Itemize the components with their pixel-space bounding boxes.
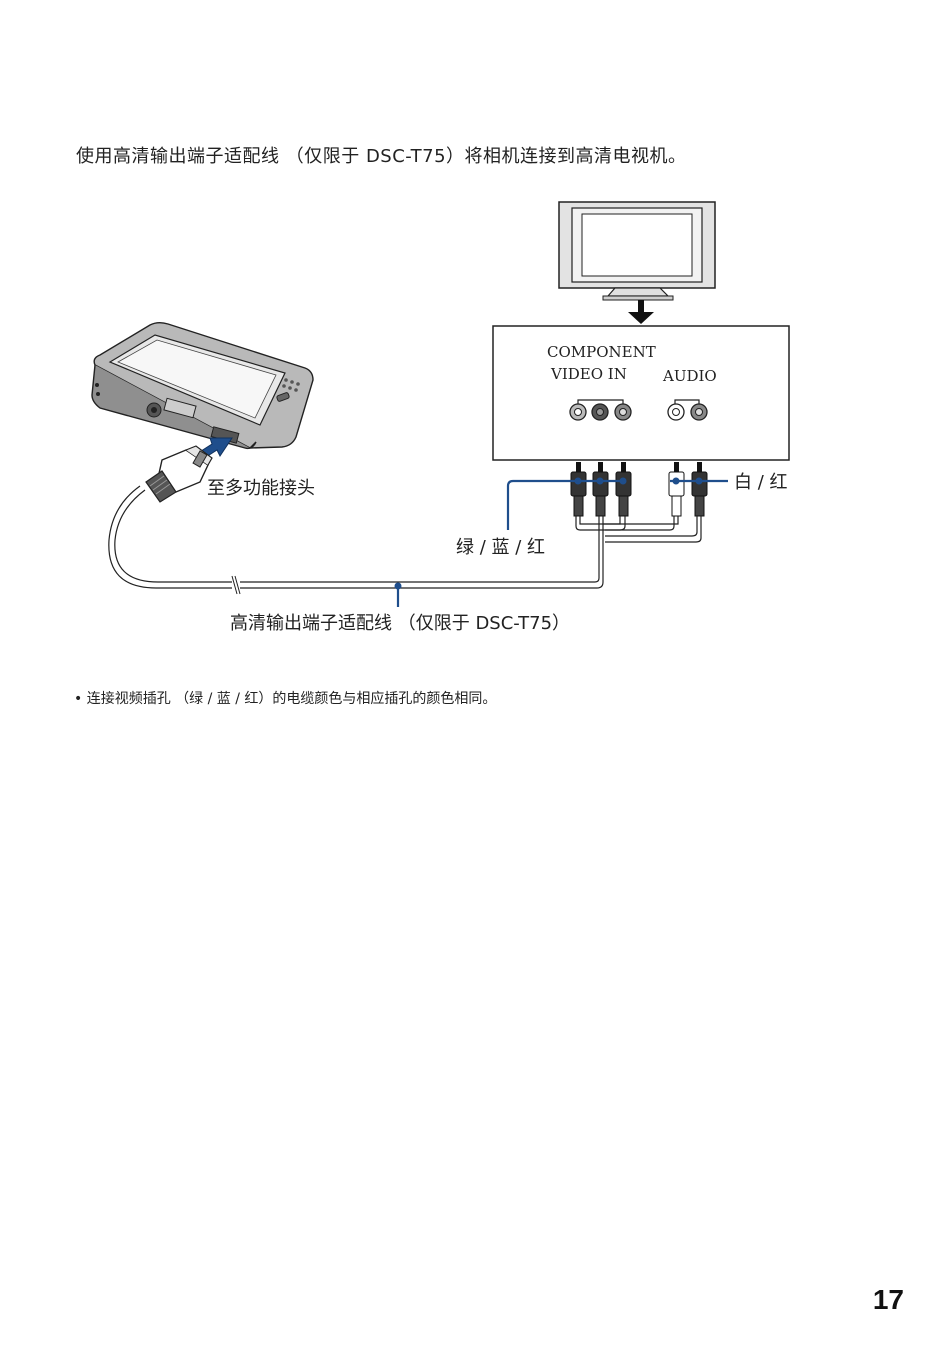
- component-video-jacks: [569, 403, 632, 421]
- page-number: 17: [872, 1284, 904, 1315]
- down-arrow-icon: [628, 300, 654, 324]
- cable-label: 高清输出端子适配线 （仅限于 DSC-T75）: [230, 613, 570, 634]
- component-video-label-line2: VIDEO IN: [550, 365, 627, 383]
- intro-text: 使用高清输出端子适配线 （仅限于 DSC-T75）将相机连接到高清电视机。: [76, 146, 687, 167]
- tv-icon: [558, 201, 716, 301]
- connection-diagram: COMPONENT VIDEO IN AUDIO: [91, 201, 790, 634]
- component-video-label-line1: COMPONENT: [547, 343, 656, 361]
- video-plugs: [570, 462, 632, 517]
- video-colors-label: 绿 / 蓝 / 红: [456, 537, 545, 558]
- camera-icon: [91, 322, 314, 450]
- leader-dots: [394, 477, 703, 590]
- audio-jacks: [667, 403, 708, 421]
- av-cable-bundle: [108, 485, 702, 595]
- audio-plugs: [668, 462, 708, 517]
- tv-input-panel: [492, 325, 790, 461]
- note-text: • 连接视频插孔 （绿 / 蓝 / 红）的电缆颜色与相应插孔的颜色相同。: [74, 691, 497, 707]
- audio-colors-label: 白 / 红: [734, 472, 788, 493]
- audio-label: AUDIO: [662, 367, 717, 385]
- multi-connector-plug: [145, 445, 213, 503]
- multi-connector-label: 至多功能接头: [207, 478, 315, 499]
